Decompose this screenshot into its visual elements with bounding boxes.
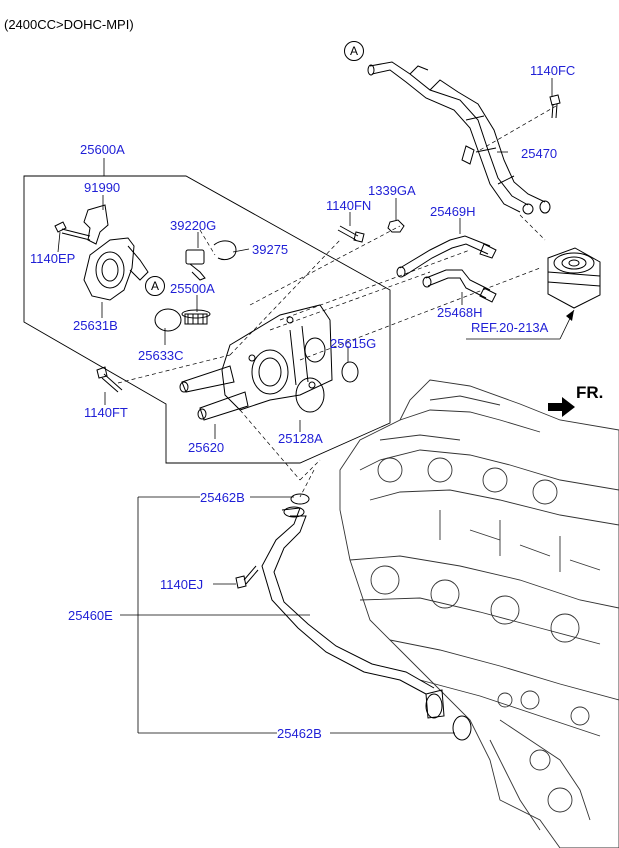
part-label-25631B[interactable]: 25631B [73,318,118,333]
part-label-25469H[interactable]: 25469H [430,204,476,219]
part-label-91990[interactable]: 91990 [84,180,121,195]
bolt-part-1140FN [337,225,365,243]
part-label-25470[interactable]: 25470 [521,146,558,161]
bolt-part-1140FC [549,94,561,119]
sensor-part-39220G [185,249,206,281]
thermostat-part-25500A [181,309,211,325]
part-label-25468H[interactable]: 25468H [437,305,483,320]
nut-part-1339GA [387,219,405,233]
front-direction-label: FR. [576,383,604,402]
part-label-25633C[interactable]: 25633C [138,348,184,363]
part-label-1140FC[interactable]: 1140FC [530,63,576,78]
assembly-boundary [23,175,391,464]
part-label-25128A[interactable]: 25128A [278,431,323,446]
part-label-25462B-top[interactable]: 25462B [200,490,245,505]
hose-part-25468H [422,269,497,303]
engine-block-illustration [339,379,619,848]
seal-part-25462B-top [290,493,310,505]
fitting-part-25631B [83,237,149,301]
part-label-1140FT[interactable]: 1140FT [84,405,128,420]
pipe-part-25470 [367,61,551,215]
seal-part-25462B-bottom [452,715,472,741]
connection-dashed-lines [117,105,557,498]
part-label-1339GA[interactable]: 1339GA [368,183,416,198]
bracket-part-91990 [83,204,109,245]
part-label-25615G[interactable]: 25615G [330,336,377,351]
part-label-39275[interactable]: 39275 [252,242,289,257]
part-label-25462B-bottom[interactable]: 25462B [277,726,322,741]
gasket-part-25633C [154,308,182,332]
part-label-1140FN[interactable]: 1140FN [326,198,372,213]
hose-part-25469H [396,235,497,278]
part-label-25600A[interactable]: 25600A [80,142,125,157]
reference-marker-a-left: A [145,276,165,296]
housing-part-25620 [179,304,333,421]
part-label-1140EP[interactable]: 1140EP [30,251,76,266]
part-label-39220G[interactable]: 39220G [170,218,217,233]
gasket-part-25128A [295,377,325,413]
part-label-1140EJ[interactable]: 1140EJ [160,577,204,592]
part-label-25620[interactable]: 25620 [188,440,225,455]
front-arrow-icon [548,397,575,417]
reference-label-REF-20-213A[interactable]: REF.20-213A [471,320,549,335]
leader-lines [57,78,575,734]
oil-cooler-illustration [547,247,601,309]
bolt-part-1140EP [54,221,91,241]
part-label-25500A[interactable]: 25500A [170,281,215,296]
oring-part-25615G [341,361,359,383]
part-label-25460E[interactable]: 25460E [68,608,113,623]
bolt-part-1140FT [96,366,123,393]
hose-part-25460E [261,506,445,719]
bolt-part-1140EJ [235,565,259,589]
clip-part-39275 [213,240,237,261]
reference-marker-a-top: A [344,41,364,61]
engine-caption: (2400CC>DOHC-MPI) [4,17,134,32]
